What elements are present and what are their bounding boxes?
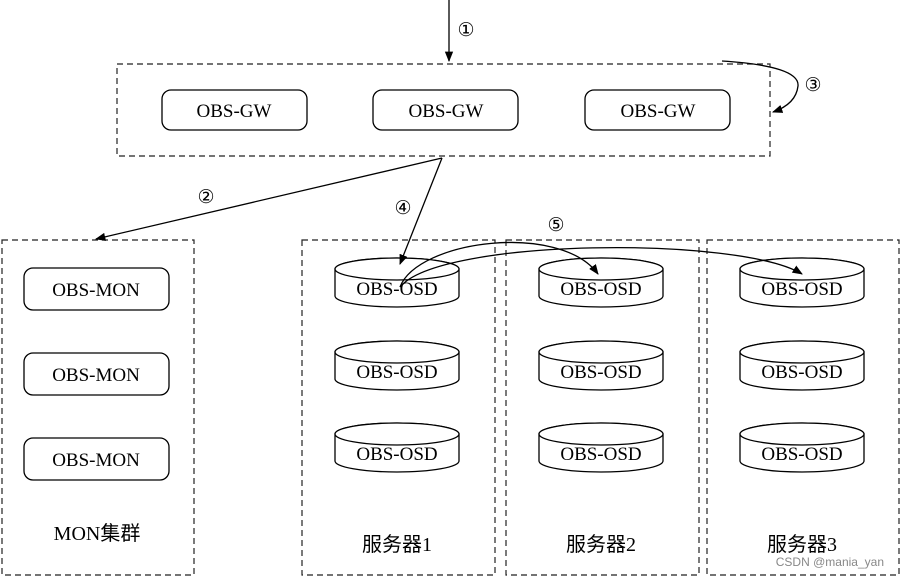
osd-disk-label: OBS-OSD [560,444,641,465]
osd-disk-label: OBS-OSD [356,362,437,383]
mon-node-label: OBS-MON [52,365,140,386]
osd-disk: OBS-OSD [538,422,664,473]
osd-disk: OBS-OSD [334,340,460,391]
osd-disk: OBS-OSD [538,340,664,391]
step-1-marker: ① [457,20,474,41]
osd-disk: OBS-OSD [334,422,460,473]
osd-disk: OBS-OSD [538,257,664,308]
step-4-marker: ④ [394,198,411,219]
gateway-node-2: OBS-GW [372,89,519,131]
mon-node-1: OBS-MON [23,267,170,311]
arrow-step-2 [94,157,443,241]
osd-disks: OBS-OSD OBS-OSD OBS-OSD OBS-OSD OBS-OSD OBS-O… [334,257,865,473]
server-2-label: 服务器2 [566,533,636,556]
mon-cluster-label: MON集群 [54,522,141,545]
mon-node-3: OBS-MON [23,437,170,481]
server-3-label: 服务器3 [767,533,837,556]
step-5-marker: ⑤ [547,215,564,236]
arrow-step-4 [399,157,443,265]
osd-disk: OBS-OSD [334,257,460,308]
server-1-label: 服务器1 [362,533,432,556]
gateway-node-label: OBS-GW [197,101,272,122]
server-1-group [301,239,496,576]
mon-node-2: OBS-MON [23,352,170,396]
step-2-marker: ② [197,187,214,208]
server-3-group [706,239,900,576]
osd-disk: OBS-OSD [739,257,865,308]
gateway-node-3: OBS-GW [584,89,731,131]
gateway-node-label: OBS-GW [409,101,484,122]
osd-disk: OBS-OSD [739,422,865,473]
osd-disk-label: OBS-OSD [356,444,437,465]
gateway-node-label: OBS-GW [621,101,696,122]
osd-disk-label: OBS-OSD [761,279,842,300]
osd-disk-label: OBS-OSD [356,279,437,300]
osd-disk-label: OBS-OSD [560,279,641,300]
mon-node-label: OBS-MON [52,450,140,471]
arrow-step-5-server-2 [399,241,599,288]
arrow-step-5-server-3 [399,247,803,288]
gateway-group [116,63,771,157]
server-2-group [505,239,700,576]
osd-disk-label: OBS-OSD [761,444,842,465]
watermark: CSDN @mania_yan [776,555,884,569]
arrow-step-3 [721,60,799,113]
step-3-marker: ③ [804,75,821,96]
gateway-node-1: OBS-GW [161,89,308,131]
osd-disk-label: OBS-OSD [761,362,842,383]
osd-disk: OBS-OSD [739,340,865,391]
mon-node-label: OBS-MON [52,280,140,301]
osd-disk-label: OBS-OSD [560,362,641,383]
